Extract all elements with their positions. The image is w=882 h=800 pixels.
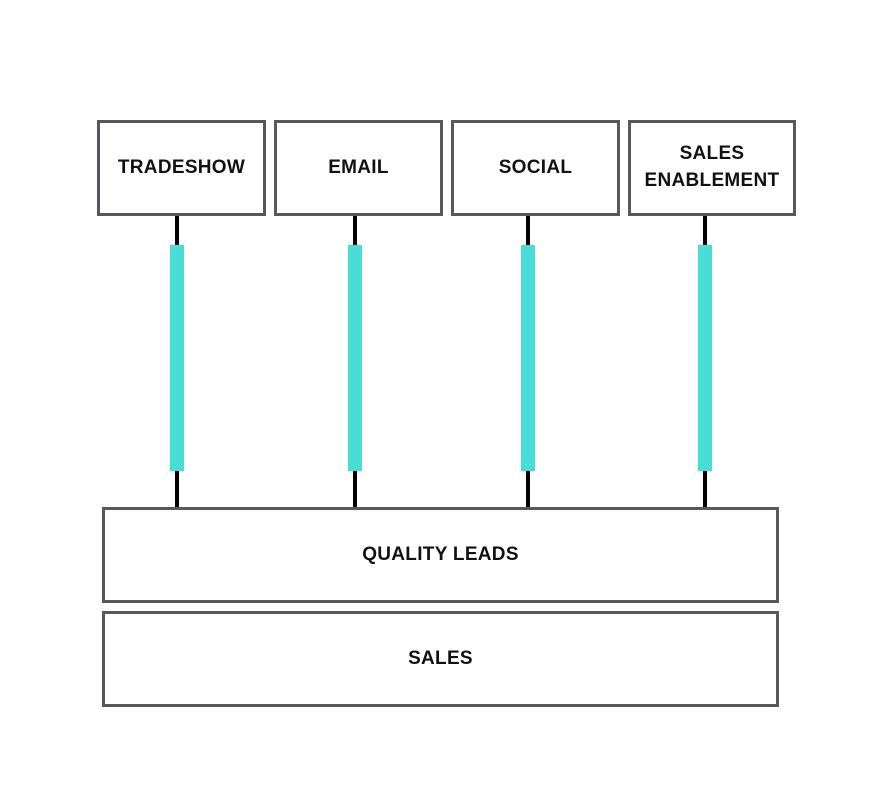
accent-bar-sales-enablement [698,245,712,471]
social-label: SOCIAL [498,156,573,178]
email-box: EMAIL [274,120,443,216]
quality-leads-label: QUALITY LEADS [362,543,519,565]
quality-leads-box: QUALITY LEADS [102,507,779,603]
sales-enablement-box: SALES ENABLEMENT [628,120,796,216]
sales-box: SALES [102,611,779,707]
social-box: SOCIAL [451,120,620,216]
accent-bar-social [521,245,535,471]
tradeshow-label: TRADESHOW [117,156,246,178]
tradeshow-box: TRADESHOW [97,120,266,216]
accent-bar-tradeshow [170,245,184,471]
email-label: EMAIL [328,156,389,178]
accent-bar-email [348,245,362,471]
sales-label: SALES [408,647,473,669]
sales-enablement-label: SALES ENABLEMENT [644,143,780,191]
